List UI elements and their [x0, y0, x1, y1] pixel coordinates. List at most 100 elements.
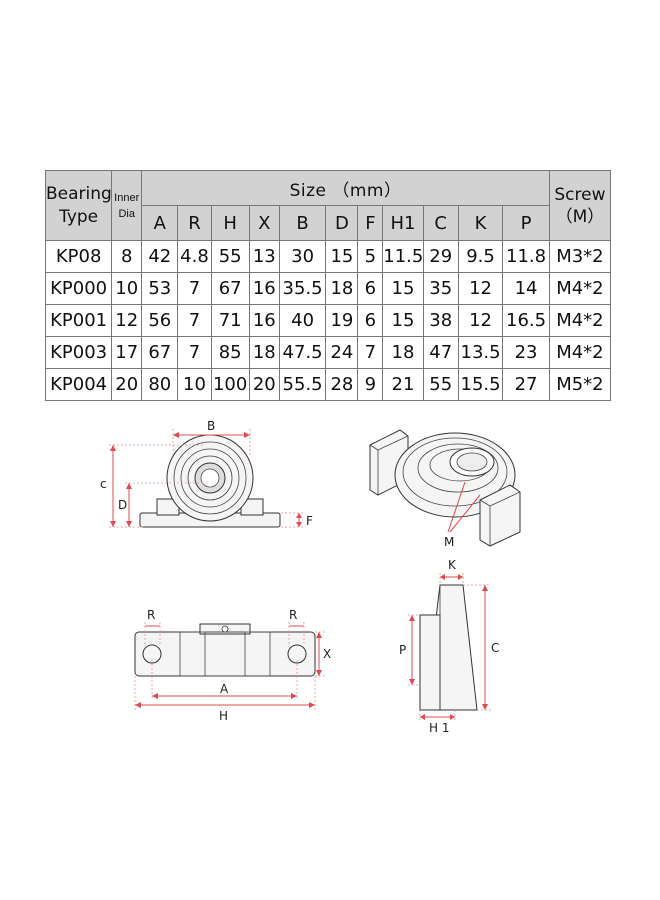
inner-dia-header: Inner Dia: [111, 170, 143, 241]
screw-cell: M4*2: [548, 272, 612, 305]
column-header: C: [422, 205, 459, 241]
size-cell: 35: [422, 272, 459, 305]
size-cell: 56: [141, 304, 179, 337]
inner-dia-cell: 10: [111, 272, 143, 305]
dim-label-h1: H 1: [429, 721, 449, 735]
size-cell: 16: [248, 272, 280, 305]
inner-dia-header-line1: Inner: [114, 191, 140, 204]
size-cell: 7: [177, 272, 212, 305]
size-cell: 7: [357, 336, 384, 369]
dim-label-h: H: [219, 709, 228, 723]
size-cell: 80: [141, 368, 179, 401]
inner-dia-cell: 20: [111, 368, 143, 401]
screw-header-line2: （M）: [555, 206, 605, 227]
size-cell: 40: [278, 304, 327, 337]
size-cell: 13: [248, 240, 280, 273]
size-cell: 10: [177, 368, 212, 401]
size-cell: 14: [502, 272, 550, 305]
size-cell: 12: [457, 304, 504, 337]
size-cell: 16.5: [502, 304, 550, 337]
dim-label-x: X: [323, 647, 331, 661]
size-cell: 47: [422, 336, 459, 369]
model-cell: KP08: [44, 240, 113, 273]
size-cell: 18: [382, 336, 424, 369]
column-header: X: [248, 205, 280, 241]
size-cell: 21: [382, 368, 424, 401]
dim-label-a: A: [220, 682, 229, 696]
size-cell: 7: [177, 304, 212, 337]
bearing-type-header-line1: Bearing: [46, 183, 112, 204]
size-cell: 67: [141, 336, 179, 369]
dim-label-f: F: [306, 514, 313, 528]
model-cell: KP001: [44, 304, 113, 337]
column-header: H1: [382, 205, 424, 241]
size-cell: 42: [141, 240, 179, 273]
size-cell: 30: [278, 240, 327, 273]
size-cell: 15.5: [457, 368, 504, 401]
size-cell: 55: [422, 368, 459, 401]
size-cell: 35.5: [278, 272, 327, 305]
screw-cell: M3*2: [548, 240, 612, 273]
front-view-diagram: B c D F: [100, 419, 313, 528]
side-view-diagram: K P C H 1: [399, 558, 499, 735]
size-cell: 23: [502, 336, 550, 369]
size-cell: 15: [325, 240, 359, 273]
size-cell: 55: [210, 240, 250, 273]
size-cell: 71: [210, 304, 250, 337]
dim-label-d: D: [118, 498, 127, 512]
size-cell: 9.5: [457, 240, 504, 273]
screw-header-line1: Screw: [554, 184, 606, 205]
screw-cell: M5*2: [548, 368, 612, 401]
screw-cell: M4*2: [548, 304, 612, 337]
column-header: H: [210, 205, 250, 241]
inner-dia-cell: 8: [111, 240, 143, 273]
size-cell: 18: [325, 272, 359, 305]
size-cell: 29: [422, 240, 459, 273]
size-header: Size （mm）: [141, 170, 550, 206]
size-cell: 20: [248, 368, 280, 401]
dim-label-r-left: R: [147, 608, 155, 622]
column-header: P: [502, 205, 550, 241]
column-header: F: [357, 205, 384, 241]
size-cell: 24: [325, 336, 359, 369]
inner-dia-header-line2: Dia: [118, 207, 135, 220]
screw-cell: M4*2: [548, 336, 612, 369]
size-cell: 12: [457, 272, 504, 305]
size-cell: 6: [357, 304, 384, 337]
size-cell: 85: [210, 336, 250, 369]
size-cell: 53: [141, 272, 179, 305]
size-cell: 18: [248, 336, 280, 369]
size-cell: 15: [382, 272, 424, 305]
size-cell: 9: [357, 368, 384, 401]
size-cell: 5: [357, 240, 384, 273]
dim-label-c-side: C: [491, 641, 499, 655]
size-cell: 6: [357, 272, 384, 305]
size-cell: 19: [325, 304, 359, 337]
column-header: B: [278, 205, 327, 241]
size-cell: 38: [422, 304, 459, 337]
bearing-type-header-line2: Type: [59, 206, 99, 227]
column-header: R: [177, 205, 212, 241]
size-cell: 27: [502, 368, 550, 401]
spec-table: Bearing Type Inner Dia Size （mm） Screw （…: [44, 170, 612, 401]
size-cell: 67: [210, 272, 250, 305]
screw-header: Screw （M）: [548, 170, 612, 241]
bearing-type-header: Bearing Type: [44, 170, 113, 241]
inner-dia-cell: 17: [111, 336, 143, 369]
column-header: D: [325, 205, 359, 241]
isometric-view-diagram: M: [369, 429, 521, 549]
size-cell: 47.5: [278, 336, 327, 369]
dim-label-m: M: [444, 535, 454, 549]
size-cell: 7: [177, 336, 212, 369]
size-cell: 11.8: [502, 240, 550, 273]
inner-dia-cell: 12: [111, 304, 143, 337]
column-header: K: [457, 205, 504, 241]
model-cell: KP000: [44, 272, 113, 305]
dim-label-p: P: [399, 643, 406, 657]
dim-label-b: B: [207, 419, 215, 433]
size-cell: 55.5: [278, 368, 327, 401]
